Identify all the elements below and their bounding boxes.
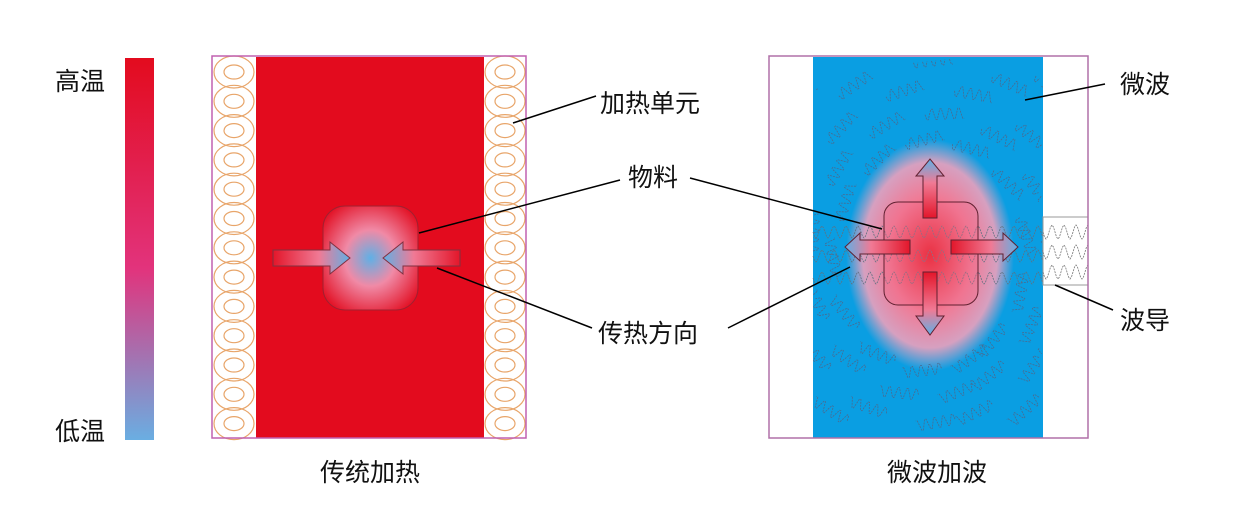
coil-ring bbox=[484, 114, 526, 148]
heat-arrow-inward-right bbox=[382, 240, 461, 276]
waveguide-label: 波导 bbox=[1120, 306, 1170, 335]
heat-direction-label: 传热方向 bbox=[598, 319, 698, 348]
coil-ring bbox=[213, 172, 255, 206]
coil-ring bbox=[484, 319, 526, 353]
microwave-waves bbox=[813, 58, 1043, 431]
heating-coils-left bbox=[213, 55, 255, 441]
coil-ring bbox=[484, 172, 526, 206]
microwave-heating-panel bbox=[768, 55, 1089, 439]
coil-ring bbox=[484, 377, 526, 411]
heat-arrow-left bbox=[844, 231, 911, 263]
heat-arrow-up bbox=[914, 158, 946, 219]
legend-high-label: 高温 bbox=[55, 67, 105, 96]
coil-ring bbox=[484, 84, 526, 118]
coil-ring bbox=[213, 407, 255, 441]
heating-unit-label: 加热单元 bbox=[600, 89, 700, 118]
coil-ring bbox=[484, 289, 526, 323]
heating-coils-right bbox=[484, 55, 526, 441]
coil-ring bbox=[213, 55, 255, 89]
coil-ring bbox=[213, 348, 255, 382]
waveguide bbox=[1042, 216, 1089, 286]
heat-arrow-down bbox=[915, 271, 945, 336]
coil-ring bbox=[213, 377, 255, 411]
coil-ring bbox=[484, 348, 526, 382]
coil-ring bbox=[213, 201, 255, 236]
coil-ring bbox=[484, 201, 526, 236]
coil-ring bbox=[213, 84, 255, 118]
heat-arrow-right bbox=[950, 231, 1019, 263]
heat-arrow-inward-left bbox=[272, 240, 351, 276]
coil-ring bbox=[484, 55, 526, 89]
caption-conventional: 传统加热 bbox=[320, 458, 420, 487]
coil-ring bbox=[484, 407, 526, 441]
coil-ring bbox=[213, 143, 255, 177]
temperature-colorbar bbox=[125, 58, 154, 440]
coil-ring bbox=[213, 289, 255, 323]
legend-low-label: 低温 bbox=[55, 417, 105, 446]
coil-ring bbox=[484, 260, 526, 294]
leader-lines bbox=[418, 83, 1114, 329]
caption-microwave: 微波加波 bbox=[887, 458, 987, 487]
coil-ring bbox=[484, 231, 526, 265]
coil-ring bbox=[213, 260, 255, 294]
microwave-label: 微波 bbox=[1120, 70, 1170, 99]
coil-ring bbox=[213, 319, 255, 353]
coil-ring bbox=[213, 231, 255, 265]
material-label: 物料 bbox=[628, 163, 678, 192]
conventional-heating-panel bbox=[211, 55, 527, 441]
coil-ring bbox=[484, 143, 526, 177]
coil-ring bbox=[213, 114, 255, 148]
